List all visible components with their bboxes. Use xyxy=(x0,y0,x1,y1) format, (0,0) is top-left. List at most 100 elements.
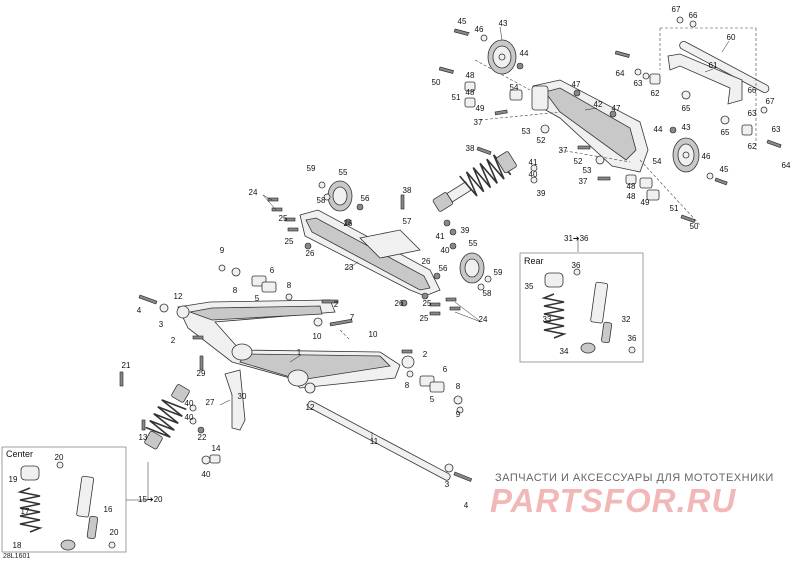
part-label-52: 52 xyxy=(537,136,546,145)
part-label-34: 34 xyxy=(560,347,569,356)
part-label-56: 56 xyxy=(439,264,448,273)
part-label-67: 67 xyxy=(672,5,681,14)
part-label-24: 24 xyxy=(479,315,488,324)
part-label-6: 6 xyxy=(270,266,275,275)
part-label-43: 43 xyxy=(499,19,508,28)
part-label-63: 63 xyxy=(634,79,643,88)
part-label-32: 32 xyxy=(622,315,631,324)
part-label-63: 63 xyxy=(772,125,781,134)
part-label-8: 8 xyxy=(287,281,292,290)
part-label-62: 62 xyxy=(748,142,757,151)
center-shock-inset xyxy=(1,446,127,553)
rear-box-title: Rear xyxy=(524,256,544,266)
part-label-47: 47 xyxy=(612,104,621,113)
part-label-53: 53 xyxy=(522,127,531,136)
part-label-64: 64 xyxy=(782,161,791,170)
part-label-30: 30 xyxy=(238,392,247,401)
part-label-24: 24 xyxy=(249,188,258,197)
center-box-ref: 15➔20 xyxy=(138,495,163,504)
part-label-21: 21 xyxy=(122,361,131,370)
part-label-65: 65 xyxy=(721,128,730,137)
part-label-7: 7 xyxy=(350,313,355,322)
part-label-57: 57 xyxy=(403,217,412,226)
part-label-17: 17 xyxy=(21,507,30,516)
part-label-22: 22 xyxy=(198,433,207,442)
part-label-64: 64 xyxy=(616,69,625,78)
part-label-45: 45 xyxy=(458,17,467,26)
part-label-4: 4 xyxy=(137,306,142,315)
part-label-40: 40 xyxy=(529,170,538,179)
part-label-13: 13 xyxy=(139,433,148,442)
rear-box-ref: 31➔36 xyxy=(564,234,589,243)
part-label-14: 14 xyxy=(212,444,221,453)
part-label-41: 41 xyxy=(529,158,538,167)
part-label-66: 66 xyxy=(748,86,757,95)
part-label-40: 40 xyxy=(185,399,194,408)
part-label-44: 44 xyxy=(654,125,663,134)
part-label-54: 54 xyxy=(510,83,519,92)
part-label-48: 48 xyxy=(627,182,636,191)
part-label-25: 25 xyxy=(420,314,429,323)
part-label-35: 35 xyxy=(525,282,534,291)
part-label-49: 49 xyxy=(476,104,485,113)
part-label-48: 48 xyxy=(466,88,475,97)
part-label-59: 59 xyxy=(494,268,503,277)
part-label-51: 51 xyxy=(670,204,679,213)
axle-rod xyxy=(307,400,473,482)
leader-lines xyxy=(126,26,730,501)
front-arm-assembly xyxy=(267,180,492,316)
part-label-36: 36 xyxy=(572,261,581,270)
part-label-67: 67 xyxy=(766,97,775,106)
watermark-tagline: ЗАПЧАСТИ И АКСЕССУАРЫ ДЛЯ МОТОТЕХНИКИ xyxy=(495,472,774,484)
center-shock-absorber xyxy=(119,355,246,465)
part-label-8: 8 xyxy=(405,381,410,390)
part-label-56: 56 xyxy=(361,194,370,203)
part-label-26: 26 xyxy=(344,219,353,228)
part-label-10: 10 xyxy=(369,330,378,339)
part-label-26: 26 xyxy=(306,249,315,258)
part-label-39: 39 xyxy=(537,189,546,198)
part-label-19: 19 xyxy=(9,475,18,484)
part-label-16: 16 xyxy=(104,505,113,514)
part-label-55: 55 xyxy=(339,168,348,177)
part-label-8: 8 xyxy=(233,286,238,295)
part-label-51: 51 xyxy=(452,93,461,102)
part-label-45: 45 xyxy=(720,165,729,174)
part-label-40: 40 xyxy=(202,470,211,479)
part-label-26: 26 xyxy=(395,299,404,308)
part-label-60: 60 xyxy=(727,33,736,42)
rear-idler-frame-assembly xyxy=(438,28,728,226)
watermark-logo: PARTSFOR.RU xyxy=(490,482,737,519)
part-label-27: 27 xyxy=(206,398,215,407)
part-label-9: 9 xyxy=(456,410,461,419)
part-label-37: 37 xyxy=(474,118,483,127)
part-label-38: 38 xyxy=(403,186,412,195)
part-label-46: 46 xyxy=(702,152,711,161)
part-label-38: 38 xyxy=(466,144,475,153)
part-label-26: 26 xyxy=(422,257,431,266)
part-label-58: 58 xyxy=(317,196,326,205)
part-label-55: 55 xyxy=(469,239,478,248)
part-label-58: 58 xyxy=(483,289,492,298)
rear-shock-absorber xyxy=(400,146,538,250)
rear-cross-rod-assembly xyxy=(614,16,782,150)
part-label-2: 2 xyxy=(423,350,428,359)
part-label-2: 2 xyxy=(334,300,339,309)
part-label-48: 48 xyxy=(466,71,475,80)
part-label-40: 40 xyxy=(441,246,450,255)
part-label-5: 5 xyxy=(255,294,260,303)
part-label-65: 65 xyxy=(682,104,691,113)
part-label-29: 29 xyxy=(197,369,206,378)
part-label-12: 12 xyxy=(174,292,183,301)
part-label-25: 25 xyxy=(279,214,288,223)
part-label-1: 1 xyxy=(297,348,302,357)
part-label-41: 41 xyxy=(436,232,445,241)
part-label-39: 39 xyxy=(461,226,470,235)
part-label-48: 48 xyxy=(627,192,636,201)
part-label-9: 9 xyxy=(220,246,225,255)
part-label-66: 66 xyxy=(689,11,698,20)
part-label-11: 11 xyxy=(370,437,379,446)
center-box-title: Center xyxy=(6,449,33,459)
